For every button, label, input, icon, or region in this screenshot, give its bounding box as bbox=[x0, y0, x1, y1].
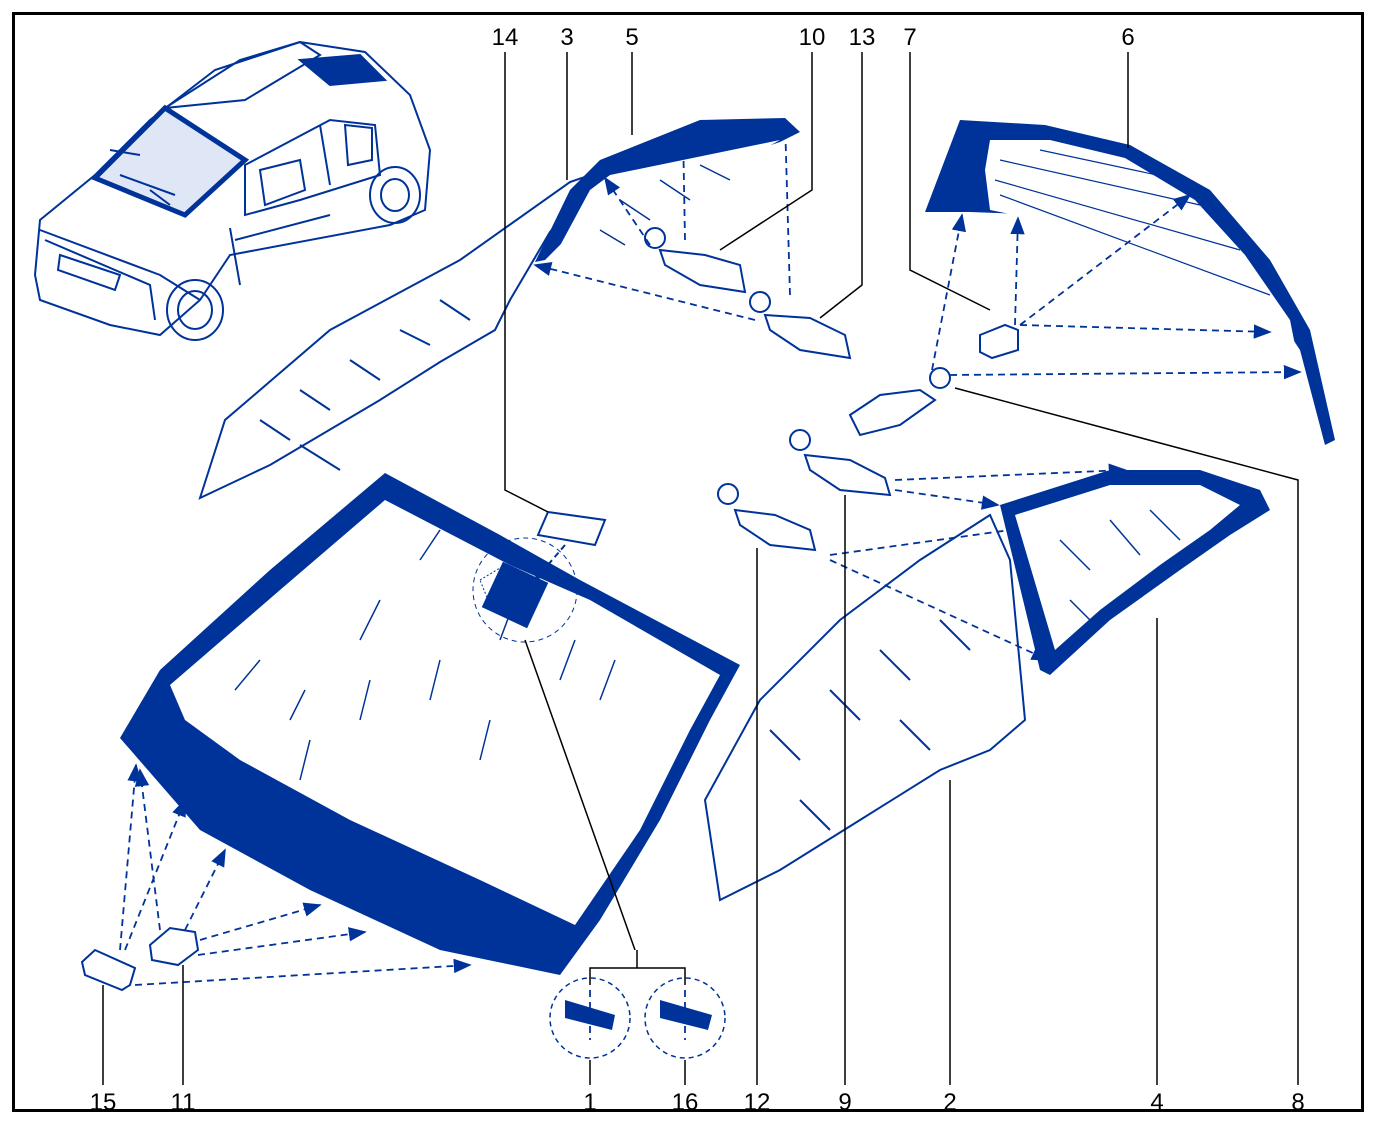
pad-13 bbox=[749, 291, 852, 360]
callout-4: 4 bbox=[1150, 1089, 1163, 1116]
zoom-detail-16 bbox=[644, 977, 726, 1059]
diagram-frame bbox=[12, 12, 1364, 1112]
callout-labels: 14 3 5 10 13 7 6 15 11 1 16 12 9 2 4 8 bbox=[90, 24, 1305, 1116]
block-11 bbox=[148, 926, 200, 967]
callout-1: 1 bbox=[583, 1089, 596, 1116]
callout-14: 14 bbox=[492, 24, 519, 51]
clip-15 bbox=[80, 948, 137, 992]
callout-9: 9 bbox=[838, 1089, 851, 1116]
pad-8 bbox=[848, 367, 951, 437]
callout-11: 11 bbox=[171, 1089, 196, 1116]
bracket-1-16 bbox=[589, 950, 686, 985]
pad-9 bbox=[789, 429, 892, 497]
quarter-glass bbox=[1000, 470, 1270, 675]
callout-12: 12 bbox=[744, 1089, 771, 1116]
callout-7: 7 bbox=[903, 24, 916, 51]
callout-2: 2 bbox=[943, 1089, 956, 1116]
pad-10 bbox=[644, 227, 747, 294]
upper-glass bbox=[535, 118, 800, 262]
pad-12 bbox=[717, 483, 817, 552]
windscreen bbox=[120, 473, 740, 975]
dashed-arrows bbox=[119, 118, 1302, 1040]
door-glass bbox=[703, 513, 1027, 902]
leader-lines bbox=[102, 52, 1299, 1085]
callout-8: 8 bbox=[1291, 1089, 1304, 1116]
callout-16: 16 bbox=[672, 1089, 699, 1116]
callout-13: 13 bbox=[849, 24, 876, 51]
callout-6: 6 bbox=[1121, 24, 1134, 51]
car-illustration bbox=[33, 40, 432, 341]
callout-3: 3 bbox=[560, 24, 573, 51]
callout-15: 15 bbox=[90, 1089, 117, 1116]
rear-window bbox=[925, 120, 1335, 445]
callout-10: 10 bbox=[799, 24, 826, 51]
block-7 bbox=[979, 323, 1019, 360]
sensor-pad-14 bbox=[533, 510, 607, 582]
callout-5: 5 bbox=[625, 24, 638, 51]
